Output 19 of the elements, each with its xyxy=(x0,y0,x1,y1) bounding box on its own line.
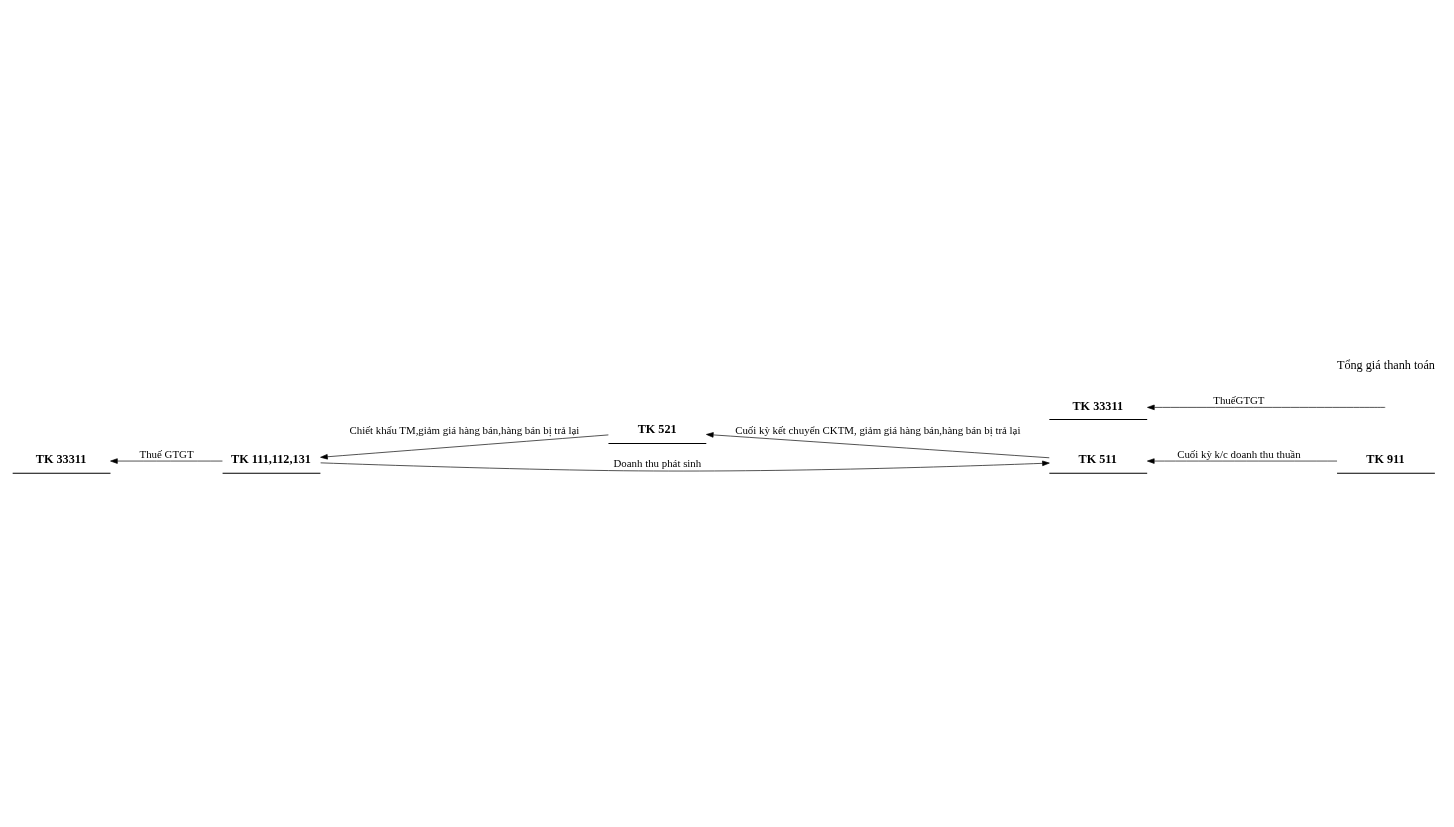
node-text: TK 33311 xyxy=(35,452,87,467)
node-text: TK 33311 xyxy=(1072,398,1124,413)
node-text: TK 911 xyxy=(1366,452,1405,467)
arrow xyxy=(1147,458,1338,464)
arrow xyxy=(110,458,223,464)
node-text: TK 111,112,131 xyxy=(231,452,311,467)
arrow xyxy=(320,460,1050,472)
node-text: TK 521 xyxy=(637,422,677,437)
edge-label: Cuối kỳ kết chuyển CKTM, giảm giá hàng bán,hàng bán bị trả lại xyxy=(735,423,1021,436)
arrow xyxy=(320,434,609,460)
edge-label: Cuối kỳ k/c doanh thu thuần xyxy=(1177,447,1301,460)
arrow xyxy=(706,432,1050,459)
edge-label: Chiết khấu TM,giảm giá hàng bán,hàng bán bị trả lại xyxy=(349,424,580,437)
edge-label: ThuếGTGT xyxy=(1213,393,1265,406)
label: Tổng giá thanh toán xyxy=(1336,357,1436,372)
arrow xyxy=(1147,404,1386,411)
edge-label: Doanh thu phát sinh xyxy=(613,457,702,470)
edge-label: Thuế GTGT xyxy=(139,447,194,460)
node-text: TK 511 xyxy=(1078,452,1117,467)
